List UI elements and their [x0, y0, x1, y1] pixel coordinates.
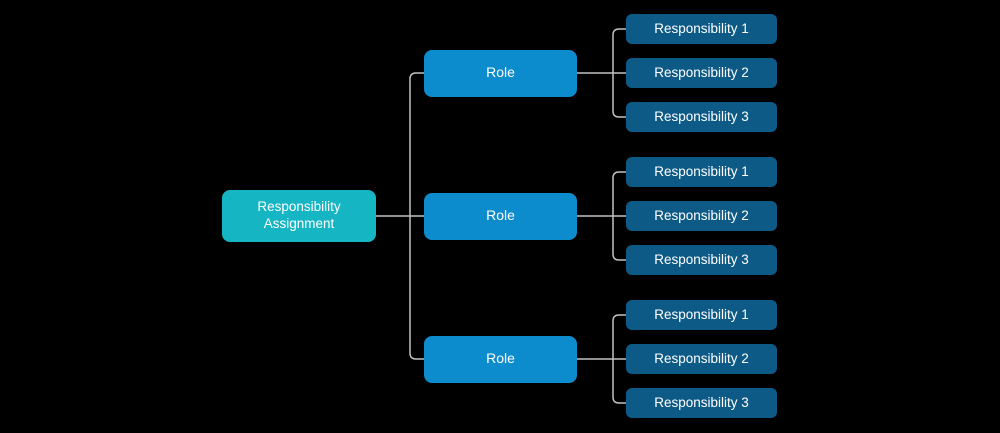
responsibility-node: Responsibility 2	[626, 58, 777, 88]
responsibility-node: Responsibility 2	[626, 344, 777, 374]
role-node-1: Role	[424, 49, 577, 97]
role-node-2: Role	[424, 192, 577, 240]
responsibility-node: Responsibility 1	[626, 300, 777, 330]
responsibility-node: Responsibility 3	[626, 102, 777, 132]
responsibility-node: Responsibility 2	[626, 201, 777, 231]
role-3-responsibilities-trunk	[612, 314, 626, 404]
role-2-responsibilities-trunk	[612, 171, 626, 261]
roles-trunk-connector	[409, 72, 424, 360]
responsibility-node: Responsibility 1	[626, 157, 777, 187]
responsibility-node: Responsibility 3	[626, 388, 777, 418]
role-node-3: Role	[424, 335, 577, 383]
responsibility-node: Responsibility 1	[626, 14, 777, 44]
responsibility-node: Responsibility 3	[626, 245, 777, 275]
root-node-responsibility-assignment: Responsibility Assignment	[222, 190, 376, 242]
role-1-responsibilities-trunk	[612, 28, 626, 118]
